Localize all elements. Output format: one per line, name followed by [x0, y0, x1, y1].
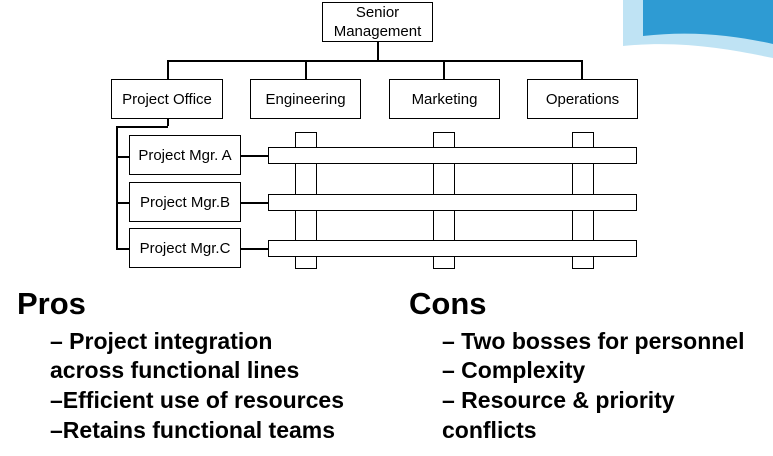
pros-heading: Pros	[17, 286, 86, 321]
connector-line	[443, 60, 445, 80]
connector-line	[116, 126, 118, 249]
pros-item: across functional lines	[50, 357, 300, 383]
project-bar-c	[268, 240, 637, 257]
project-bar-a	[268, 147, 637, 164]
connector-line	[240, 155, 268, 157]
connector-line	[116, 202, 130, 204]
connector-line	[240, 202, 268, 204]
connector-line	[305, 60, 307, 80]
connector-line	[167, 118, 169, 126]
operations-box: Operations	[527, 79, 638, 119]
marketing-box: Marketing	[389, 79, 500, 119]
senior-management-box: Senior Management	[322, 2, 433, 42]
connector-line	[116, 248, 130, 250]
cons-item: conflicts	[442, 417, 537, 443]
pros-item: –Retains functional teams	[50, 417, 336, 443]
project-mgr-b-box: Project Mgr.B	[129, 182, 241, 222]
project-office-box: Project Office	[111, 79, 223, 119]
connector-line	[116, 126, 168, 128]
cons-item: – Complexity	[442, 357, 586, 383]
project-bar-b	[268, 194, 637, 211]
project-mgr-c-box: Project Mgr.C	[129, 228, 241, 268]
pros-item: –Efficient use of resources	[50, 387, 344, 413]
pros-item: – Project integration	[50, 328, 273, 354]
connector-line	[581, 60, 583, 80]
engineering-box: Engineering	[250, 79, 361, 119]
decorative-swoosh	[623, 0, 773, 58]
connector-line	[167, 60, 582, 62]
cons-item: – Resource & priority	[442, 387, 675, 413]
connector-line	[240, 248, 268, 250]
connector-line	[377, 40, 379, 60]
connector-line	[167, 60, 169, 80]
cons-heading: Cons	[409, 286, 487, 321]
project-mgr-a-box: Project Mgr. A	[129, 135, 241, 175]
connector-line	[116, 156, 130, 158]
cons-item: – Two bosses for personnel	[442, 328, 745, 354]
